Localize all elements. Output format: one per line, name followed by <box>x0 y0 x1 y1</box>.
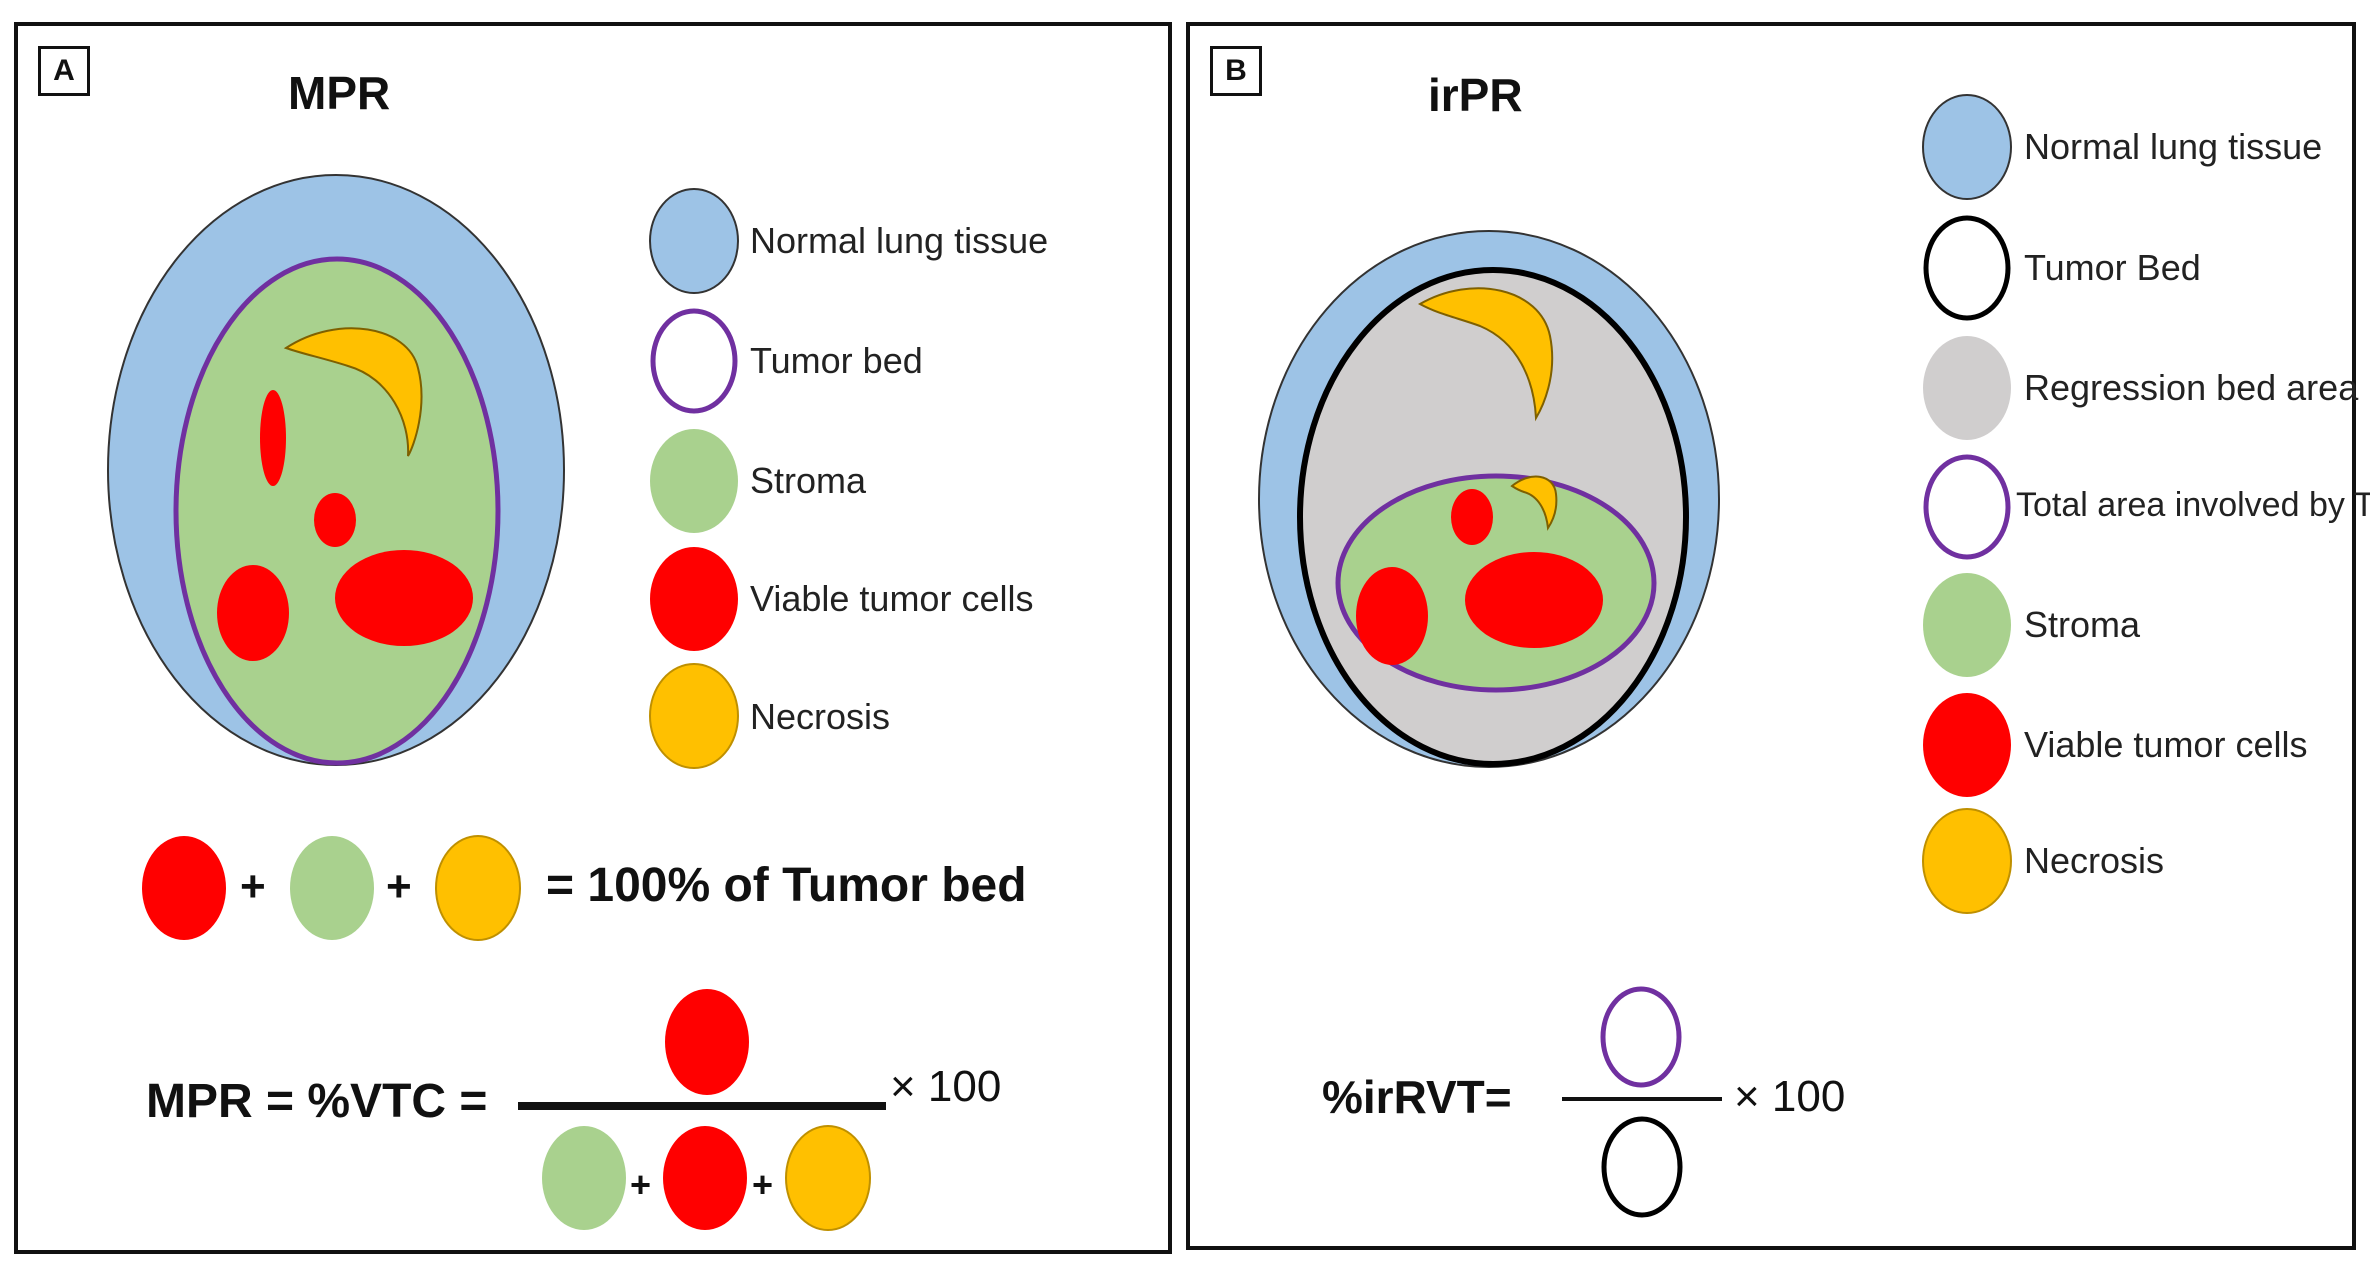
mpr-times-100: × 100 <box>890 1062 1002 1111</box>
irrvt-fraction <box>1562 986 1722 1218</box>
legend-b-stroma: Stroma <box>2024 604 2141 645</box>
panel-b-letter: B <box>1210 46 1262 96</box>
numerator-total-area-icon <box>1600 986 1682 1088</box>
stroma-swatch <box>650 429 738 533</box>
panel-b-art <box>1258 94 2012 1218</box>
necrosis-swatch <box>1922 808 2012 914</box>
panel-b-title: irPR <box>1428 69 1523 121</box>
legend-a-tumor-bed: Tumor bed <box>750 340 923 381</box>
stroma-swatch <box>1923 573 2011 677</box>
normal-lung-swatch <box>649 188 739 294</box>
viable-tumor-swatch <box>1923 693 2011 797</box>
regression-bed-swatch <box>1923 336 2011 440</box>
sum-stroma-icon <box>290 836 374 940</box>
sum-result: = 100% of Tumor bed <box>546 859 1027 912</box>
legend-a-viable: Viable tumor cells <box>750 578 1034 619</box>
total-area-swatch <box>1923 454 2011 560</box>
tumor-bed-swatch <box>1923 215 2011 321</box>
sum-equation-shapes <box>142 835 521 941</box>
mpr-lhs: MPR = %VTC = <box>146 1075 488 1128</box>
legend-b-regression-bed: Regression bed area <box>2024 367 2359 408</box>
panel-a-legend-swatches <box>649 188 739 769</box>
panel-a: A MPR <box>14 22 1172 1254</box>
necrosis-region <box>1417 287 1554 422</box>
irrvt-lhs: %irRVT= <box>1322 1071 1512 1123</box>
mpr-denom-plus-1: + <box>630 1164 652 1205</box>
viable-tumor-swatch <box>650 547 738 651</box>
viable-tumor-region-3 <box>1465 552 1603 648</box>
sum-plus-2: + <box>386 862 412 911</box>
necrosis-region <box>283 327 423 457</box>
irrvt-times-100: × 100 <box>1734 1072 1846 1121</box>
normal-lung-swatch <box>1922 94 2012 200</box>
viable-tumor-region-4 <box>335 550 473 646</box>
denominator-necrosis-icon <box>785 1125 871 1231</box>
viable-tumor-region-3 <box>217 565 289 661</box>
legend-a-necrosis: Necrosis <box>750 696 891 737</box>
legend-b-tumor-bed: Tumor Bed <box>2024 247 2201 288</box>
numerator-viable-icon <box>665 989 749 1095</box>
legend-a-stroma: Stroma <box>750 460 867 501</box>
irpr-diagram <box>1258 230 1720 768</box>
viable-tumor-region-1 <box>260 390 286 486</box>
panel-a-letter: A <box>38 46 90 96</box>
mpr-denom-plus-2: + <box>752 1164 774 1205</box>
tumor-bed-swatch <box>650 308 738 414</box>
mpr-diagram <box>107 174 565 766</box>
viable-tumor-region-2 <box>1356 567 1428 665</box>
panel-b-legend-swatches <box>1922 94 2012 914</box>
legend-b-necrosis: Necrosis <box>2024 840 2165 881</box>
viable-tumor-region-1 <box>1451 489 1493 545</box>
sum-necrosis-icon <box>435 835 521 941</box>
legend-a-normal-lung: Normal lung tissue <box>750 220 1049 261</box>
legend-b-total-area: Total area involved by Tumor <box>2016 486 2370 524</box>
mpr-fraction <box>518 989 886 1231</box>
necrosis-swatch <box>649 663 739 769</box>
legend-b-normal-lung: Normal lung tissue <box>2024 126 2323 167</box>
sum-viable-icon <box>142 836 226 940</box>
legend-b-viable: Viable tumor cells <box>2024 724 2308 765</box>
denominator-stroma-icon <box>542 1126 626 1230</box>
sum-plus-1: + <box>240 862 266 911</box>
denominator-viable-icon <box>663 1126 747 1230</box>
viable-tumor-region-2 <box>314 493 356 547</box>
panel-b: B irPR Normal lung tissue Tumo <box>1186 22 2370 1250</box>
panel-a-title: MPR <box>288 67 391 119</box>
panel-a-art <box>107 174 886 1231</box>
small-necrosis-region <box>1510 475 1558 531</box>
denominator-tumor-bed-icon <box>1601 1116 1683 1218</box>
